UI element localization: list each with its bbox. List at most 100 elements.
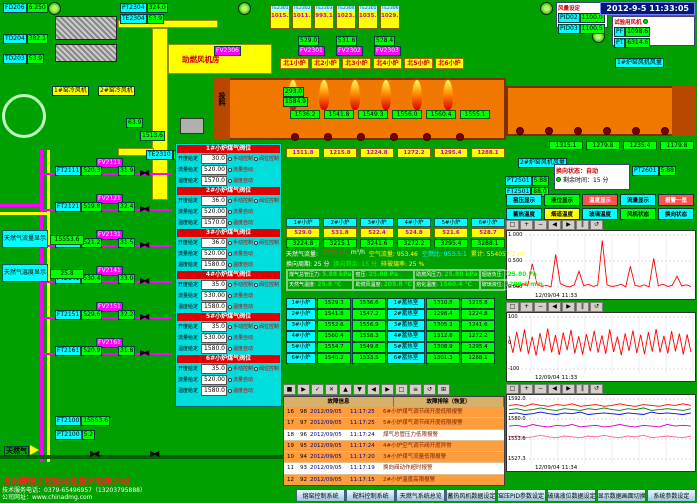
quick-button[interactable]: 蓄热温度 (506, 208, 542, 220)
chart-toolbar-button[interactable]: − (534, 302, 547, 312)
field-value-input[interactable]: 35.0 (200, 279, 227, 290)
field-value-input[interactable]: 36.0 (200, 195, 227, 206)
alarm-tool-button[interactable]: ◀ (367, 384, 380, 395)
field-value-input[interactable]: 520.00 (201, 374, 227, 385)
nav-button[interactable]: 窑压PID参数设定 (496, 489, 546, 502)
branch-valve[interactable]: ▶◀ (140, 168, 149, 177)
chart-toolbar-button[interactable]: ‖ (576, 302, 589, 312)
nav-button[interactable]: 熔窑控制系统 (296, 489, 346, 502)
mode-radio[interactable]: 手动控制 (227, 239, 253, 246)
mode-radio[interactable]: 手动控制 (227, 197, 253, 204)
mode-radio[interactable]: 温度自动 (228, 261, 253, 268)
alarm-tool-button[interactable]: ▶ (381, 384, 394, 395)
nav-button[interactable]: 蓄热风机数据设定 (446, 489, 496, 502)
nav-button[interactable]: 显示数据画面切换 (596, 489, 646, 502)
alarm-tool-button[interactable]: ≡ (409, 384, 422, 395)
mode-radio[interactable]: 阀位控制 (253, 239, 279, 246)
field-value-input[interactable]: 1580.0 (201, 259, 227, 270)
field-value-input[interactable]: 1580.0 (201, 343, 227, 354)
quick-button[interactable]: 液位显示 (544, 194, 580, 206)
chart-toolbar-button[interactable]: ‖ (576, 220, 589, 230)
quick-button[interactable]: 换向状态 (658, 208, 694, 220)
nav-button[interactable]: 系统参数设定 (646, 489, 696, 502)
quick-button[interactable]: 烟道温度 (544, 208, 580, 220)
inlet-valve[interactable]: ▶◀ (90, 449, 99, 458)
mode-radio[interactable]: 温度自动 (228, 177, 253, 184)
chart-toolbar-button[interactable]: ‖ (576, 384, 589, 394)
chart-toolbar-button[interactable]: □ (506, 220, 519, 230)
field-value-input[interactable]: 1570.0 (201, 175, 227, 186)
nav-button[interactable]: 玻璃液位数据设定 (546, 489, 596, 502)
mode-radio[interactable]: 流量自动 (228, 292, 253, 299)
mode-radio[interactable]: 阀位控制 (253, 323, 279, 330)
mode-radio[interactable]: 流量自动 (228, 334, 253, 341)
field-value-input[interactable]: 1580.0 (201, 301, 227, 312)
chart-toolbar-button[interactable]: + (520, 384, 533, 394)
chart-toolbar-button[interactable]: ▶ (562, 220, 575, 230)
chart-toolbar-button[interactable]: ▶ (562, 302, 575, 312)
nav-button[interactable]: 天燃气系统总览 (396, 489, 446, 502)
quick-button[interactable]: 流量显示 (620, 194, 656, 206)
mode-radio[interactable]: 温度自动 (228, 387, 253, 394)
branch-valve[interactable]: ▶◀ (140, 348, 149, 357)
chart-toolbar-button[interactable]: ◀ (548, 302, 561, 312)
chart-toolbar-button[interactable]: ↺ (590, 220, 603, 230)
mode-radio[interactable]: 流量自动 (228, 166, 253, 173)
chart-toolbar-button[interactable]: + (520, 220, 533, 230)
field-value-input[interactable]: 35.0 (200, 363, 227, 374)
alarm-tool-button[interactable]: ▶ (297, 384, 310, 395)
branch-valve[interactable]: ▶◀ (140, 312, 149, 321)
quick-button[interactable]: 温度显示 (582, 194, 618, 206)
field-value-input[interactable]: 520.00 (201, 248, 227, 259)
chart-toolbar-button[interactable]: ▶ (562, 384, 575, 394)
chart-toolbar-button[interactable]: ◀ (548, 220, 561, 230)
mode-radio[interactable]: 温度自动 (228, 345, 253, 352)
inlet-valve[interactable]: ▶◀ (150, 449, 159, 458)
chart-toolbar-button[interactable]: ↺ (590, 302, 603, 312)
mode-radio[interactable]: 阀位控制 (253, 281, 279, 288)
mode-radio[interactable]: 温度自动 (228, 303, 253, 310)
quick-button[interactable]: 窑压显示 (506, 194, 542, 206)
mode-radio[interactable]: 阀位控制 (253, 365, 279, 372)
field-value-input[interactable]: 35.0 (200, 321, 227, 332)
field-value-input[interactable]: 1570.0 (201, 217, 227, 228)
field-value-input[interactable]: 520.00 (201, 206, 227, 217)
chart-toolbar-button[interactable]: ◀ (548, 384, 561, 394)
field-value-input[interactable]: 30.0 (200, 153, 227, 164)
field-value-input[interactable]: 530.00 (201, 332, 227, 343)
branch-valve[interactable]: ▶◀ (140, 240, 149, 249)
alarm-tool-button[interactable]: ↺ (423, 384, 436, 395)
mode-radio[interactable]: 阀位控制 (253, 197, 279, 204)
chart-toolbar-button[interactable]: □ (506, 302, 519, 312)
mode-radio[interactable]: 流量自动 (228, 250, 253, 257)
mode-radio[interactable]: 手动控制 (227, 281, 253, 288)
quick-button[interactable]: 玻璃温度 (582, 208, 618, 220)
mode-radio[interactable]: 手动控制 (227, 323, 253, 330)
branch-valve[interactable]: ▶◀ (140, 276, 149, 285)
alarm-tool-button[interactable]: □ (395, 384, 408, 395)
branch-valve[interactable]: ▶◀ (140, 204, 149, 213)
nav-button[interactable]: 配料控制系统 (346, 489, 396, 502)
mode-radio[interactable]: 手动控制 (227, 365, 253, 372)
alarm-tool-button[interactable]: ✕ (325, 384, 338, 395)
alarm-tool-button[interactable]: ⊞ (437, 384, 450, 395)
alarm-tool-button[interactable]: ▼ (353, 384, 366, 395)
chart-toolbar-button[interactable]: ↺ (590, 384, 603, 394)
chart-toolbar-button[interactable]: + (520, 302, 533, 312)
chart-toolbar-button[interactable]: □ (506, 384, 519, 394)
field-value-input[interactable]: 520.00 (201, 164, 227, 175)
mode-radio[interactable]: 流量自动 (228, 208, 253, 215)
chart-toolbar-button[interactable]: − (534, 384, 547, 394)
quick-button[interactable]: 风机状态 (620, 208, 656, 220)
mode-radio[interactable]: 阀位控制 (253, 155, 279, 162)
quick-button[interactable]: 报警一览 (658, 194, 694, 206)
